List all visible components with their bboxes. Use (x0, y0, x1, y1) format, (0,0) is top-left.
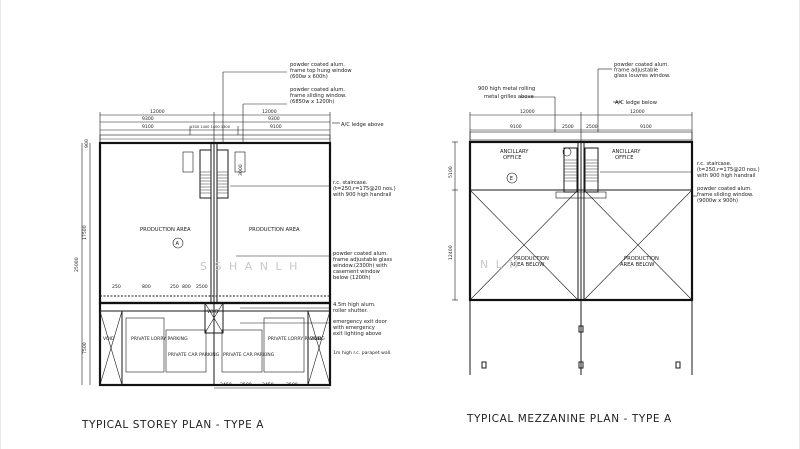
note-glass-window: powder coated alum.frame adjustable glas… (333, 251, 392, 281)
mez-note-ac-ledge: A/C ledge below (615, 100, 658, 106)
production-area-left: PRODUCTION AREA (140, 227, 191, 233)
mezzanine-plan-title: TYPICAL MEZZANINE PLAN - TYPE A (466, 413, 672, 425)
cross-left-b (469, 189, 579, 301)
note-top-hung-window: powder coated alum.frame top hung window… (290, 62, 352, 80)
dim-mid-segments: 1300 1400 1400 1300 (190, 125, 231, 129)
lorry-bay-left (125, 317, 165, 373)
mez-dim-9100-left: 9100 (510, 124, 522, 130)
mezzanine-plan: 12000 12000 9100 2500 2500 9100 5100 124… (448, 62, 760, 425)
dim-900: 900 (84, 139, 90, 148)
column (675, 361, 681, 369)
dim-9300-right: 9300 (268, 116, 280, 122)
void-left-label: VOID (103, 336, 115, 342)
watermark: S S H A N L H (200, 260, 299, 273)
mez-dim-9100-right: 9100 (640, 124, 652, 130)
production-area-right: PRODUCTION AREA (249, 227, 300, 233)
mez-dim-5100: 5100 (448, 166, 454, 178)
lorry-parking-right: PRIVATE LORRY PARKING (268, 336, 325, 342)
marker-circle (172, 237, 184, 249)
void-right-label: VOID (310, 336, 322, 342)
note-staircase: r.c. staircase.(t=250,r=175@20 nos.)with… (333, 180, 396, 198)
void-center (204, 302, 224, 334)
mez-marker-e: E (510, 176, 513, 182)
staircase-left (182, 149, 246, 199)
cross-right-b (583, 189, 693, 301)
marker-a: A (176, 241, 180, 247)
void-center-label: VOID (207, 309, 219, 315)
storey-plan-title: TYPICAL STOREY PLAN - TYPE A (81, 419, 264, 431)
mez-note-staircase: r.c. staircase.(t=250,r=175@20 nos.)with… (697, 161, 760, 179)
dim-25000: 25000 (74, 257, 80, 272)
dim-9300-left: 9300 (142, 116, 154, 122)
dim-12000-right: 12000 (262, 109, 277, 115)
dim-b4: 2500 (286, 382, 298, 388)
dim-12000-left: 12000 (150, 109, 165, 115)
mez-dim-2500-left: 2500 (562, 124, 574, 130)
dim-9100-left: 9100 (142, 124, 154, 130)
dim-b1: 2450 (220, 382, 232, 388)
car-bay-left (165, 329, 207, 373)
lorry-parking-left: PRIVATE LORRY PARKING (131, 336, 188, 342)
mez-dim-12000-left: 12000 (520, 109, 535, 115)
column (481, 361, 487, 369)
void-right (307, 310, 331, 386)
dim-row-m3: 250 (170, 284, 179, 290)
mez-ac-ledge (469, 131, 693, 141)
mez-dim-12000-right: 12000 (630, 109, 645, 115)
mez-dim-2500-right: 2500 (586, 124, 598, 130)
mez-marker-circle (506, 172, 518, 184)
dim-17500: 17500 (82, 225, 88, 240)
lorry-bay-right (263, 317, 305, 373)
mez-dim-12400: 12400 (448, 245, 454, 260)
note-roller-shutter: 4.5m high alum.roller shutter. (333, 302, 376, 314)
dim-7500: 7500 (82, 342, 88, 354)
void-left (99, 310, 123, 386)
column (578, 325, 584, 333)
dim-row-m4: 800 (182, 284, 191, 290)
mez-note-sliding-window: powder coated alum.frame sliding window.… (697, 186, 754, 204)
dim-row-m1: 250 (112, 284, 121, 290)
dim-row-m2: 800 (142, 284, 151, 290)
dim-row-m5: 2500 (196, 284, 208, 290)
mez-staircase (555, 147, 607, 199)
car-parking-left: PRIVATE CAR PARKING (168, 352, 220, 358)
car-parking-right: PRIVATE CAR PARKING (223, 352, 275, 358)
note-ac-ledge: A/C ledge above (341, 122, 384, 128)
storey-plan: 12000 12000 9300 9300 9100 9100 1300 140… (74, 62, 396, 431)
dim-9100-right: 9100 (270, 124, 282, 130)
dim-b2: 2500 (240, 382, 252, 388)
outer-wall (98, 141, 332, 305)
dim-b3: 2450 (262, 382, 274, 388)
note-parapet-wall: 1m high r.c. parapet wall. (333, 350, 392, 356)
parking-zone (98, 301, 332, 387)
dim-3000: 3000 (238, 164, 244, 176)
watermark-right: N L H (480, 258, 520, 271)
note-sliding-window: powder coated alum.frame sliding window.… (290, 87, 347, 105)
car-bay-right (221, 329, 263, 373)
column (578, 361, 584, 369)
